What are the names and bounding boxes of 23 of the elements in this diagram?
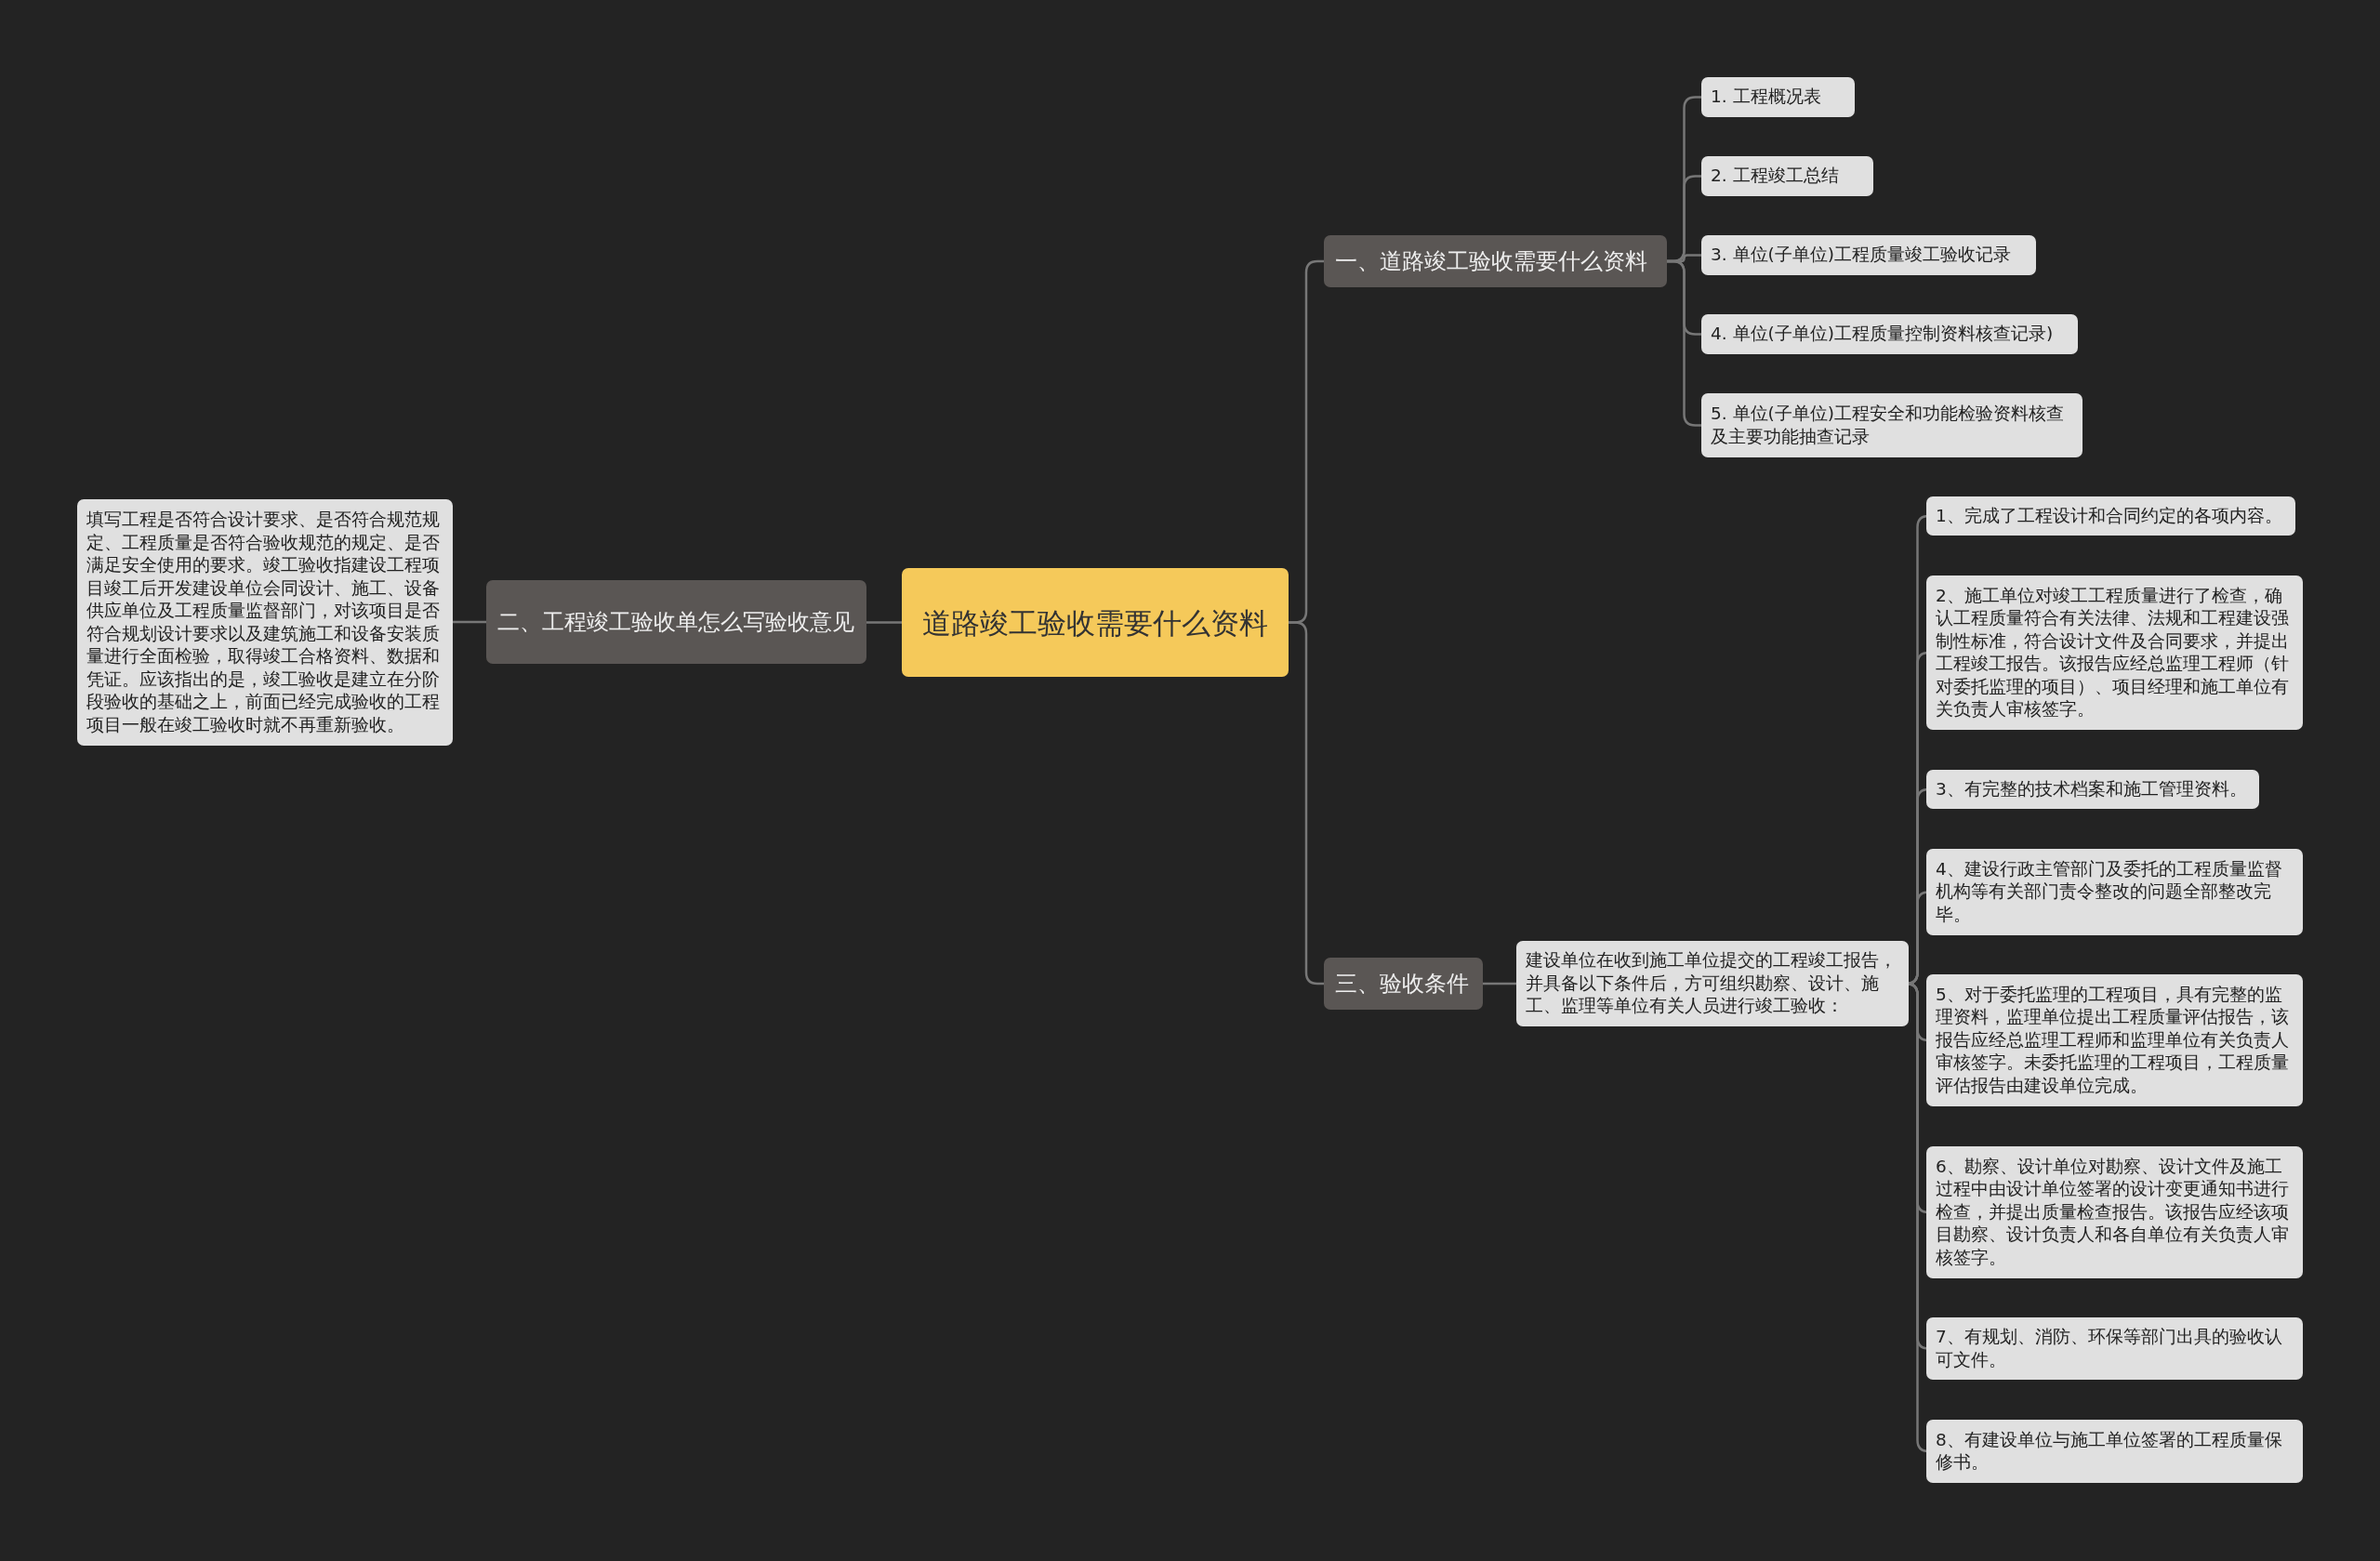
branch-topic-box: 一、道路竣工验收需要什么资料 [1324, 235, 1667, 287]
topic-box: 5. 单位(子单位)工程安全和功能检验资料核查及主要功能抽查记录 [1701, 393, 2082, 457]
topic-box: 建设单位在收到施工单位提交的工程竣工报告，并具备以下条件后，方可组织勘察、设计、施工、监理等单位有关人员进行竣工验收： [1516, 941, 1909, 1026]
central-topic-box: 道路竣工验收需要什么资料 [902, 568, 1289, 677]
topic-box: 3、有完整的技术档案和施工管理资料。 [1926, 770, 2259, 809]
topic-box: 填写工程是否符合设计要求、是否符合规范规定、工程质量是否符合验收规范的规定、是否满足安全使用的要求。竣工验收指建设工程项目竣工后开发建设单位会同设计、施工、设备供应单位及工程质量监督部门，对该项目是否符合规划设计要求以及建筑施工和设备安装质量进行全面检验，取得竣工合格资料、数据和凭证。应该指出的是，竣工验收是建立在分阶段验收的基础之上，前面已经完成验收的工程项目一般在竣工验收时就不再重新验收。 [77, 499, 453, 746]
topic-box: 7、有规划、消防、环保等部门出具的验收认可文件。 [1926, 1317, 2303, 1380]
topic-box: 2、施工单位对竣工工程质量进行了检查，确认工程质量符合有关法律、法规和工程建设强制性标准，符合设计文件及合同要求，并提出工程竣工报告。该报告应经总监理工程师（针对委托监理的项目）、项目经理和施工单位有关负责人审核签字。 [1926, 575, 2303, 730]
topic-box: 5、对于委托监理的工程项目，具有完整的监理资料，监理单位提出工程质量评估报告，该报告应经总监理工程师和监理单位有关负责人审核签字。未委托监理的工程项目，工程质量评估报告由建设单位完成。 [1926, 974, 2303, 1106]
connector-line [1483, 982, 1516, 986]
connector-line [453, 620, 486, 624]
topic-box: 6、勘察、设计单位对勘察、设计文件及施工过程中由设计单位签署的设计变更通知书进行检查，并提出质量检查报告。该报告应经该项目勘察、设计负责人和各自单位有关负责人审核签字。 [1926, 1146, 2303, 1278]
topic-box: 3. 单位(子单位)工程质量竣工验收记录 [1701, 235, 2036, 275]
topic-box: 4. 单位(子单位)工程质量控制资料核查记录) [1701, 314, 2078, 354]
connector-line [1667, 259, 1701, 427]
topic-box: 2. 工程竣工总结 [1701, 156, 1873, 196]
topic-box: 1. 工程概况表 [1701, 77, 1855, 117]
branch-topic-box: 三、验收条件 [1324, 958, 1483, 1010]
topic-box: 1、完成了工程设计和合同约定的各项内容。 [1926, 496, 2295, 536]
branch-topic-box: 二、工程竣工验收单怎么写验收意见 [486, 580, 866, 664]
topic-box: 4、建设行政主管部门及委托的工程质量监督机构等有关部门责令整改的问题全部整改完毕。 [1926, 849, 2303, 935]
topic-box: 8、有建设单位与施工单位签署的工程质量保修书。 [1926, 1420, 2303, 1483]
connector-line [866, 621, 902, 624]
